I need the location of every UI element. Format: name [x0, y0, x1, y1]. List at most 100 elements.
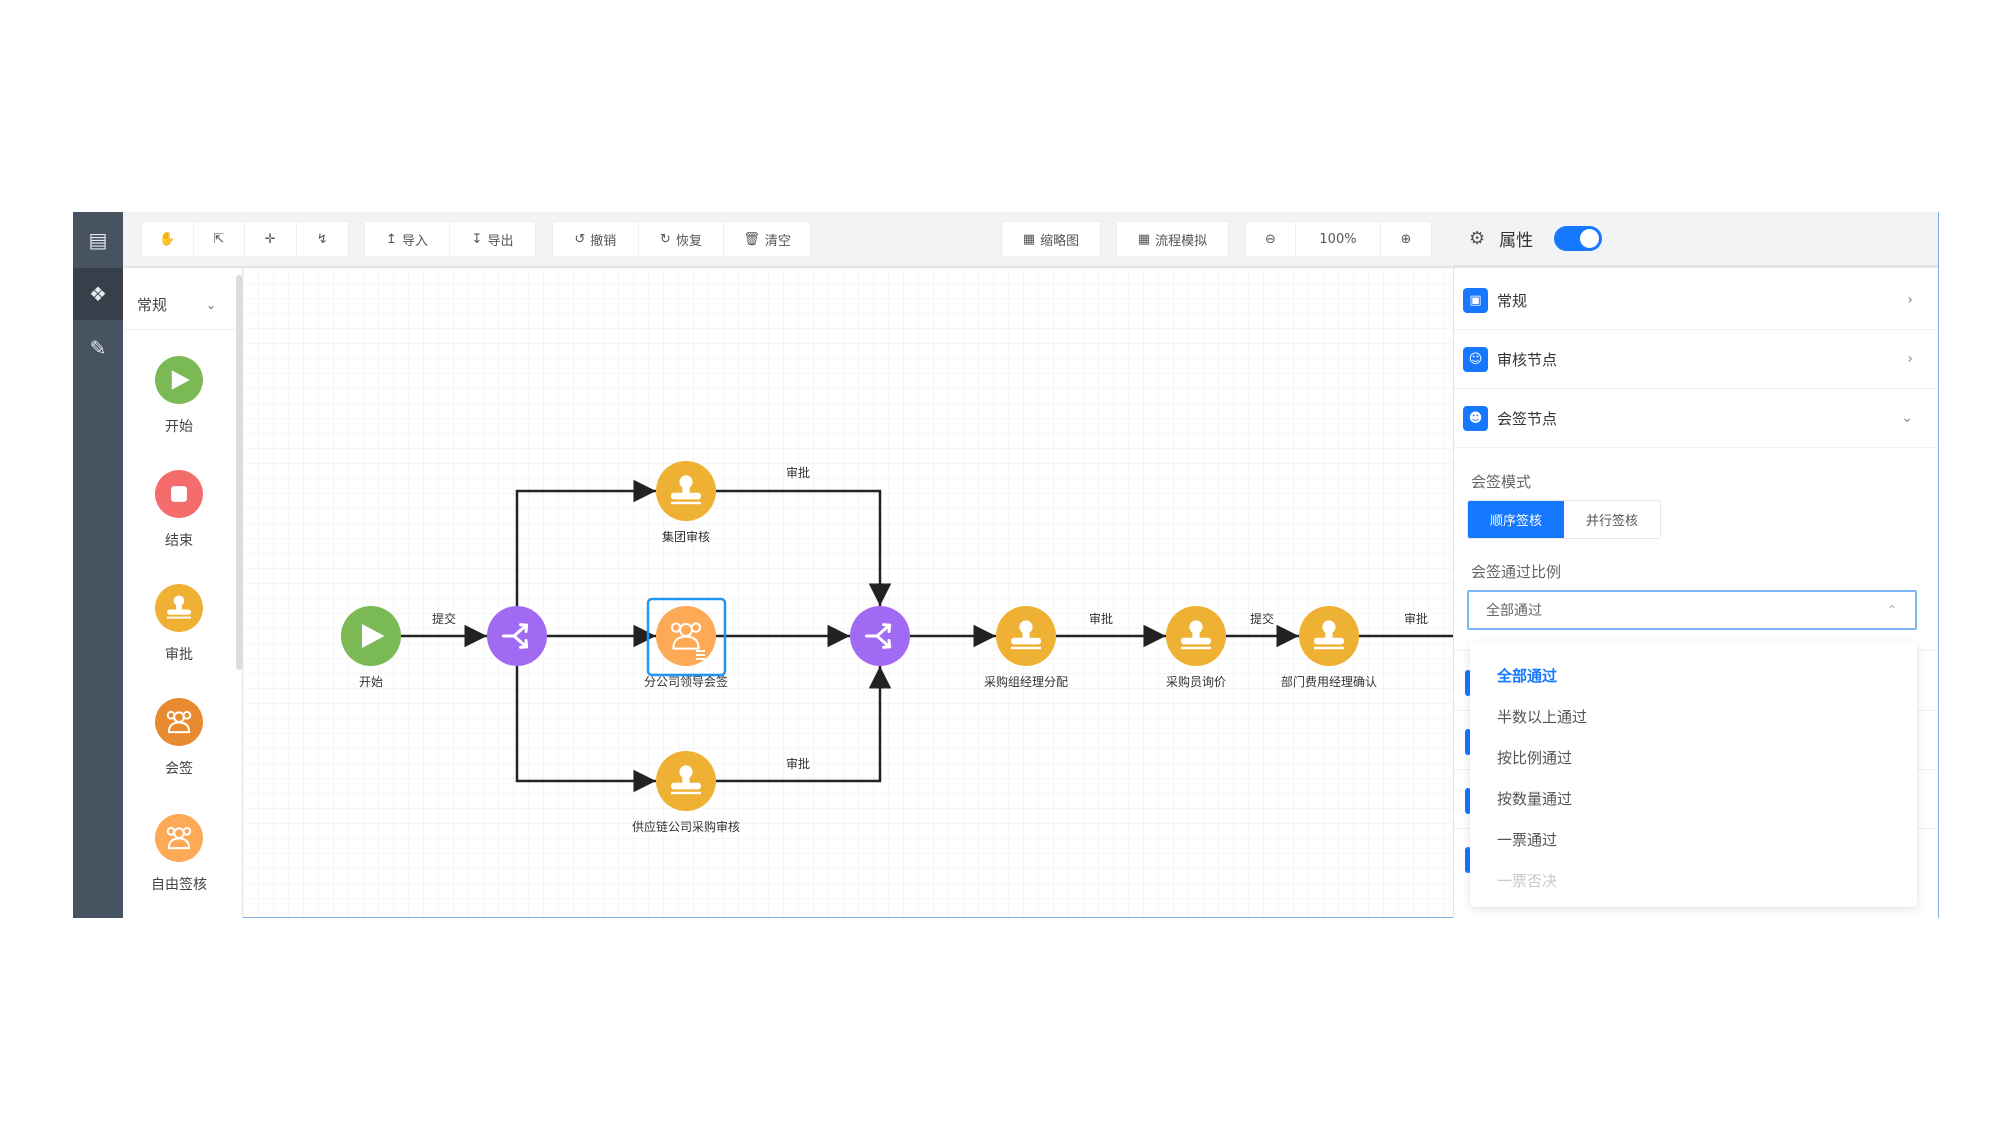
gear-icon: ⚙: [1469, 228, 1486, 249]
hand-icon[interactable]: ✋: [142, 222, 194, 256]
palette-scrollbar[interactable]: [236, 275, 242, 670]
download-icon: ↧: [471, 231, 483, 247]
mode-sequential-button[interactable]: 顺序签核: [1468, 501, 1564, 538]
edge-n_supply-to-g2[interactable]: [716, 666, 892, 783]
node-start[interactable]: 开始: [341, 606, 401, 689]
node-n_inquiry[interactable]: 采购员询价: [1166, 606, 1226, 689]
chevron-right-icon: ›: [1907, 351, 1913, 367]
edge-n_group-to-g2[interactable]: [716, 489, 892, 606]
zoom-in-icon[interactable]: ⊕: [1400, 231, 1412, 247]
zoom-level: 100%: [1296, 222, 1381, 256]
selection-box: [646, 597, 727, 677]
edit-icon[interactable]: ✎: [89, 336, 107, 360]
gateway-node-circle: [850, 606, 910, 666]
ratio-option[interactable]: 半数以上通过: [1497, 708, 1588, 726]
palette-item-start[interactable]: 开始: [123, 356, 235, 436]
palette-item-end[interactable]: 结束: [123, 470, 235, 550]
components-icon[interactable]: ❖: [73, 268, 123, 320]
palette-category-select[interactable]: 常规⌄: [123, 280, 238, 330]
undo-label: 撤销: [590, 233, 617, 249]
palette-item-countersign[interactable]: 会签: [123, 698, 235, 778]
mode-parallel-button[interactable]: 并行签核: [1564, 501, 1660, 538]
node-label: 开始: [359, 675, 383, 689]
map-icon: ▦: [1022, 231, 1036, 247]
zoom-out-icon[interactable]: ⊖: [1246, 222, 1296, 256]
simulate-button[interactable]: ▦流程模拟: [1117, 222, 1228, 256]
node-n_branch[interactable]: 分公司领导会签: [644, 597, 728, 689]
start-icon: [362, 624, 385, 648]
node-g2[interactable]: [850, 606, 910, 666]
gateway-node-circle: [487, 606, 547, 666]
palette-item-approve[interactable]: 审批: [123, 584, 235, 664]
section-label: 审核节点: [1497, 350, 1558, 369]
countersign-node-icon: [155, 698, 203, 746]
edge-g1-to-n_supply[interactable]: [515, 666, 656, 793]
section-review-node[interactable]: ☺ 审核节点 ›: [1453, 330, 1938, 389]
clear-button[interactable]: 🗑清空: [724, 222, 810, 256]
ratio-select[interactable]: 全部通过⌃: [1467, 590, 1917, 630]
section-countersign-node[interactable]: ☻会签节点⌄: [1453, 389, 1938, 448]
redo-button[interactable]: ↻恢复: [639, 222, 725, 256]
approve-node-icon: [155, 584, 203, 632]
section-label: 会签节点: [1497, 409, 1558, 428]
properties-header: ⚙ 属性: [1453, 212, 1938, 268]
user-icon: ☺: [1463, 346, 1488, 372]
minimap-group: ▦缩略图: [1001, 221, 1101, 257]
node-n_group[interactable]: 集团审核: [656, 461, 716, 544]
ratio-option[interactable]: 按比例通过: [1497, 749, 1573, 767]
palette-category-label: 常规: [137, 296, 168, 314]
properties-toggle[interactable]: [1554, 226, 1603, 251]
undo-button[interactable]: ↺撤销: [553, 222, 639, 256]
edge-label: 审批: [1089, 611, 1113, 626]
free_sign-node-icon: [155, 814, 203, 862]
palette-item-label: 自由签核: [151, 877, 207, 893]
ratio-option[interactable]: 一票通过: [1497, 831, 1558, 849]
approve-icon: [671, 475, 701, 505]
countersign-icon: [670, 622, 702, 650]
edge-g1-to-n_group[interactable]: [515, 479, 656, 606]
ratio-option[interactable]: 全部通过: [1497, 667, 1558, 685]
move-icon[interactable]: ✛: [245, 222, 297, 256]
palette-item-label: 会签: [165, 761, 193, 777]
node-n_assign[interactable]: 采购组经理分配: [984, 606, 1068, 689]
node-label: 集团审核: [662, 529, 710, 544]
edge-label: 审批: [786, 465, 810, 480]
node-label: 供应链公司采购审核: [632, 819, 740, 834]
section-general[interactable]: ▣常规›: [1453, 271, 1938, 330]
start-node-icon: [155, 356, 203, 404]
approve-icon: [1314, 620, 1344, 650]
node-n_supply[interactable]: 供应链公司采购审核: [632, 751, 740, 834]
approve-icon: [1011, 620, 1041, 650]
clear-label: 清空: [764, 233, 791, 249]
io-tools: ↥导入 ↧导出: [364, 221, 536, 257]
simulate-group: ▦流程模拟: [1116, 221, 1229, 257]
hidden-section-icon: [1465, 847, 1471, 873]
select-icon[interactable]: ⇱: [194, 222, 245, 256]
zoom-group: ⊖ 100% ⊕: [1245, 221, 1432, 257]
connect-icon[interactable]: ↯: [316, 231, 328, 247]
canvas-grid: [243, 268, 1453, 917]
minimap-button[interactable]: ▦缩略图: [1002, 222, 1100, 256]
ratio-option[interactable]: 按数量通过: [1497, 790, 1573, 808]
export-button[interactable]: ↧导出: [450, 222, 535, 256]
hidden-section-icon: [1465, 788, 1471, 814]
flow-canvas[interactable]: 提交审批审批审批提交审批 开始集团审核分公司领导会签供应链公司采购审核采购组经理…: [243, 268, 1453, 917]
palette-item-label: 审批: [165, 647, 193, 663]
node-g1[interactable]: [487, 606, 547, 666]
chevron-right-icon: ›: [1907, 292, 1913, 308]
minimap-label: 缩略图: [1040, 233, 1080, 249]
edge-label: 审批: [786, 756, 810, 771]
ratio-option: 一票否决: [1497, 872, 1558, 890]
side-nav: ▤ ❖ ✎: [73, 212, 123, 918]
palette-item-free_sign[interactable]: 自由签核: [123, 814, 235, 894]
document-icon[interactable]: ▤: [88, 228, 108, 252]
export-label: 导出: [487, 233, 514, 249]
edge-label: 提交: [1250, 611, 1274, 626]
approve-icon: [1181, 620, 1211, 650]
node-n_confirm[interactable]: 部门费用经理确认: [1281, 606, 1377, 689]
import-button[interactable]: ↥导入: [365, 222, 450, 256]
ratio-select-value: 全部通过: [1486, 603, 1542, 619]
edge-label: 审批: [1404, 611, 1428, 626]
section-label: 常规: [1497, 291, 1528, 310]
list-badge-icon: [696, 650, 705, 660]
